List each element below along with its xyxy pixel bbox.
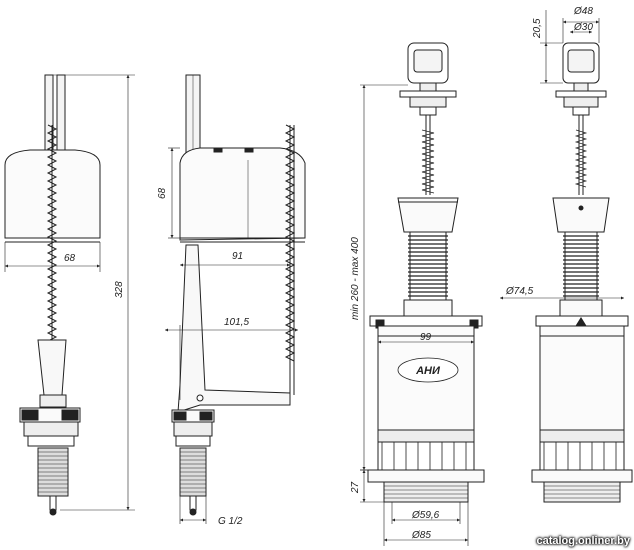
label-base-height: 27 <box>350 481 361 494</box>
dim-base-height <box>360 469 384 503</box>
flush-valve-side-view <box>367 42 485 503</box>
lever <box>177 244 291 413</box>
dim-button-outer <box>562 18 600 43</box>
flush-valve-front-view <box>531 42 633 503</box>
dim-arm-101 <box>165 325 298 400</box>
brand-logo: АНИ <box>415 365 441 377</box>
label-body-width: 99 <box>420 332 432 343</box>
label-height-range: min 260 - max 400 <box>350 237 361 320</box>
fill-valve-front-view <box>171 74 306 516</box>
dim-float-width <box>4 242 101 272</box>
label-tube-diameter: Ø74,5 <box>505 286 534 297</box>
dim-thread <box>179 496 207 524</box>
label-thread: G 1/2 <box>218 516 243 527</box>
label-base-inner: Ø59,6 <box>411 510 440 521</box>
label-button-height: 20,5 <box>532 18 543 39</box>
dim-base-diameters <box>383 502 469 546</box>
label-base-outer: Ø85 <box>411 530 431 541</box>
label-button-outer: Ø48 <box>573 6 593 17</box>
dim-button-height <box>540 10 563 84</box>
label-total-height: 328 <box>114 281 125 298</box>
label-button-inner: Ø30 <box>573 22 593 33</box>
label-arm-91: 91 <box>232 251 243 262</box>
label-arm-101: 101,5 <box>224 317 249 328</box>
rod <box>56 74 66 156</box>
float <box>179 147 306 241</box>
label-float-width: 68 <box>64 253 76 264</box>
watermark: catalog.onliner.by <box>536 535 630 547</box>
label-float-height: 68 <box>157 187 168 199</box>
dim-float-height <box>168 147 180 239</box>
fill-valve-side-view <box>4 74 101 516</box>
dim-total-height <box>52 74 135 511</box>
